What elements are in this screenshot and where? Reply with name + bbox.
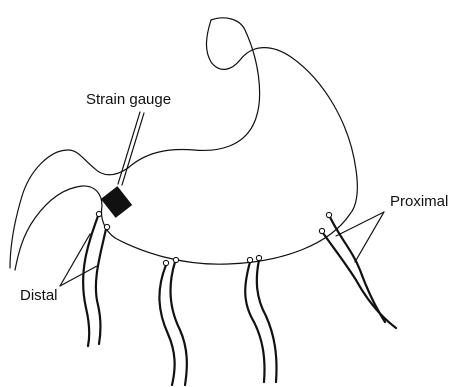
electrode-wire-mid-3 <box>245 262 264 382</box>
electrode-tip-mid-1 <box>163 260 168 265</box>
electrode-tip-mid-3 <box>247 257 252 262</box>
electrode-wire-distal-2 <box>96 229 106 344</box>
electrode-wire-proximal-2 <box>323 233 396 328</box>
electrode-tip-proximal-1 <box>326 212 331 217</box>
electrode-wire-mid-2 <box>170 262 186 385</box>
strain-gauge <box>101 186 132 218</box>
electrode-tip-mid-2 <box>173 257 178 262</box>
strain-gauge-lead <box>118 112 140 184</box>
electrode-wire-mid-4 <box>257 260 277 382</box>
strain-gauge-label: Strain gauge <box>86 91 171 108</box>
electrode-tip-mid-4 <box>256 255 261 260</box>
distal-label: Distal <box>20 287 58 304</box>
electrode-tip-proximal-2 <box>319 228 324 233</box>
electrode-wire-mid-1 <box>159 265 174 385</box>
strain-gauge-lead <box>122 113 144 185</box>
proximal-label: Proximal <box>390 193 448 210</box>
stomach-outline <box>15 20 357 270</box>
electrode-wire-proximal-1 <box>330 217 385 322</box>
electrode-tip-distal-1 <box>96 211 101 216</box>
electrode-tip-distal-2 <box>104 224 109 229</box>
